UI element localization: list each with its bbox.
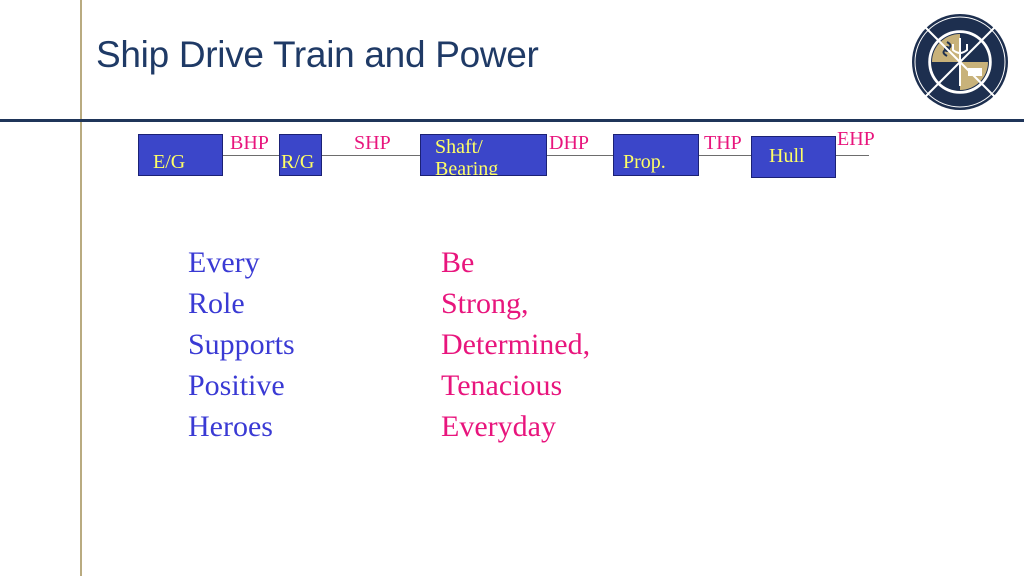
ehp-label: EHP — [837, 128, 875, 150]
mnemonic-right-word: Determined, — [441, 328, 591, 361]
mnemonic-right-word: Tenacious — [441, 369, 563, 402]
shaft-label: Shaft/ — [435, 136, 483, 158]
prop-box: Prop. — [613, 134, 699, 176]
slide-title: Ship Drive Train and Power — [96, 34, 539, 75]
shp-label: SHP — [354, 132, 391, 154]
hull-label: Hull — [769, 145, 805, 167]
mnemonic-right-column: Be Strong, Determined, Tenacious Everyda… — [441, 242, 590, 447]
mnemonic-right-word: Strong, — [441, 287, 529, 320]
eg-box: E/G — [138, 134, 223, 176]
mnemonic-left-word: Supports — [188, 328, 295, 361]
connector-eg-rg — [222, 155, 280, 156]
rg-label: R/G — [281, 151, 315, 173]
shaft-bearing-box: Shaft/ Bearing — [420, 134, 547, 176]
mnemonic-left-column: Every Role Supports Positive Heroes — [188, 242, 295, 447]
bearing-label: Bearing — [435, 158, 499, 176]
mnemonic-right-word: Everyday — [441, 410, 556, 443]
connector-shaft-prop — [546, 155, 614, 156]
rg-box: R/G — [279, 134, 322, 176]
naval-academy-seal-logo — [912, 14, 1008, 110]
bhp-label: BHP — [230, 132, 269, 154]
vertical-accent-line — [80, 0, 82, 576]
title-divider-line — [0, 119, 1024, 122]
eg-label: E/G — [153, 151, 186, 173]
thp-label: THP — [704, 132, 742, 154]
connector-prop-hull — [698, 155, 752, 156]
connector-hull-ehp — [835, 155, 869, 156]
mnemonic-left-word: Every — [188, 246, 260, 279]
mnemonic-right-word: Be — [441, 246, 475, 279]
prop-label: Prop. — [623, 151, 666, 173]
dhp-label: DHP — [549, 132, 590, 154]
hull-box: Hull — [751, 136, 836, 178]
connector-rg-shaft — [321, 155, 421, 156]
mnemonic-left-word: Positive — [188, 369, 285, 402]
mnemonic-left-word: Role — [188, 287, 245, 320]
mnemonic-left-word: Heroes — [188, 410, 273, 443]
